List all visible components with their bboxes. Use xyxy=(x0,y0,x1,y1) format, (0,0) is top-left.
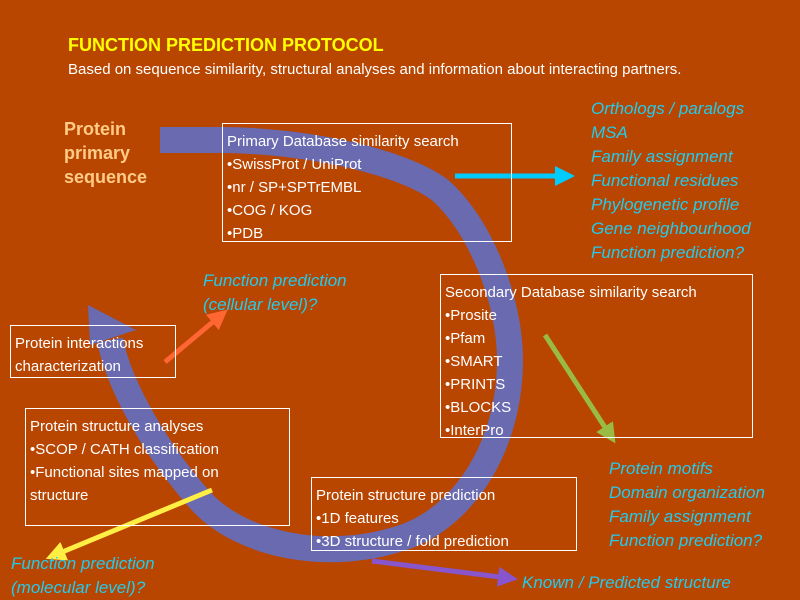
output-item: Phylogenetic profile xyxy=(591,195,740,214)
primary-database-search-box: Primary Database similarity search •Swis… xyxy=(222,123,512,242)
output-item: Family assignment xyxy=(591,147,733,166)
page-subtitle: Based on sequence similarity, structural… xyxy=(68,61,682,78)
box-title: Protein interactions xyxy=(15,335,144,352)
output-item: Function prediction xyxy=(11,554,155,573)
arrow-to-motifs xyxy=(542,333,616,444)
arrow-to-known-structure xyxy=(371,558,518,587)
start-label-line: sequence xyxy=(64,167,148,187)
secondary-database-search-box: Secondary Database similarity search •Pr… xyxy=(440,274,753,439)
box-item: •COG / KOG xyxy=(227,202,313,219)
box-title: Protein structure analyses xyxy=(30,418,204,435)
output-item: Protein motifs xyxy=(609,459,713,478)
page-title: FUNCTION PREDICTION PROTOCOL xyxy=(68,35,384,55)
molecular-function-prediction-output: Function prediction (molecular level)? xyxy=(11,552,155,600)
box-title: Secondary Database similarity search xyxy=(445,284,697,301)
box-item: •1D features xyxy=(316,510,399,527)
box-item: •Pfam xyxy=(445,330,486,347)
start-label-protein-primary-sequence: Protein primary sequence xyxy=(64,117,147,189)
box-item: •3D structure / fold prediction xyxy=(316,533,509,550)
box-title: characterization xyxy=(15,358,121,375)
orthologs-output-list: Orthologs / paralogs MSA Family assignme… xyxy=(591,97,751,265)
arrow-to-molecular-prediction xyxy=(45,487,213,561)
box-item: •PRINTS xyxy=(445,376,506,393)
box-item: •BLOCKS xyxy=(445,399,512,416)
output-item: Known / Predicted structure xyxy=(522,573,731,592)
output-item: Function prediction? xyxy=(609,531,763,550)
protein-interactions-box: Protein interactions characterization xyxy=(10,325,176,378)
box-title: Protein structure prediction xyxy=(316,487,496,504)
box-item: •PDB xyxy=(227,225,264,242)
cellular-function-prediction-output: Function prediction (cellular level)? xyxy=(203,269,347,317)
output-item: Functional residues xyxy=(591,171,739,190)
box-item: •nr / SP+SPTrEMBL xyxy=(227,179,362,196)
box-title: Primary Database similarity search xyxy=(227,133,459,150)
box-item: •SwissProt / UniProt xyxy=(227,156,362,173)
motifs-output-list: Protein motifs Domain organization Famil… xyxy=(609,457,765,553)
box-item: •Prosite xyxy=(445,307,497,324)
known-structure-output: Known / Predicted structure xyxy=(522,571,731,595)
box-item: •SMART xyxy=(445,353,503,370)
output-item: Function prediction xyxy=(203,271,347,290)
structure-analyses-box: Protein structure analyses •SCOP / CATH … xyxy=(25,408,290,526)
output-item: Domain organization xyxy=(609,483,765,502)
start-label-line: Protein xyxy=(64,119,127,139)
output-item: Family assignment xyxy=(609,507,751,526)
structure-prediction-box: Protein structure prediction •1D feature… xyxy=(311,477,577,551)
output-item: MSA xyxy=(591,123,628,142)
box-item: •InterPro xyxy=(445,422,504,439)
start-label-line: primary xyxy=(64,143,131,163)
output-item: Function prediction? xyxy=(591,243,745,262)
box-item: structure xyxy=(30,487,89,504)
output-item: Orthologs / paralogs xyxy=(591,99,745,118)
output-item: (cellular level)? xyxy=(203,295,318,314)
box-item: •Functional sites mapped on xyxy=(30,464,219,481)
output-item: (molecular level)? xyxy=(11,578,146,597)
output-item: Gene neighbourhood xyxy=(591,219,751,238)
box-item: •SCOP / CATH classification xyxy=(30,441,219,458)
arrow-to-cellular-prediction xyxy=(163,309,228,364)
